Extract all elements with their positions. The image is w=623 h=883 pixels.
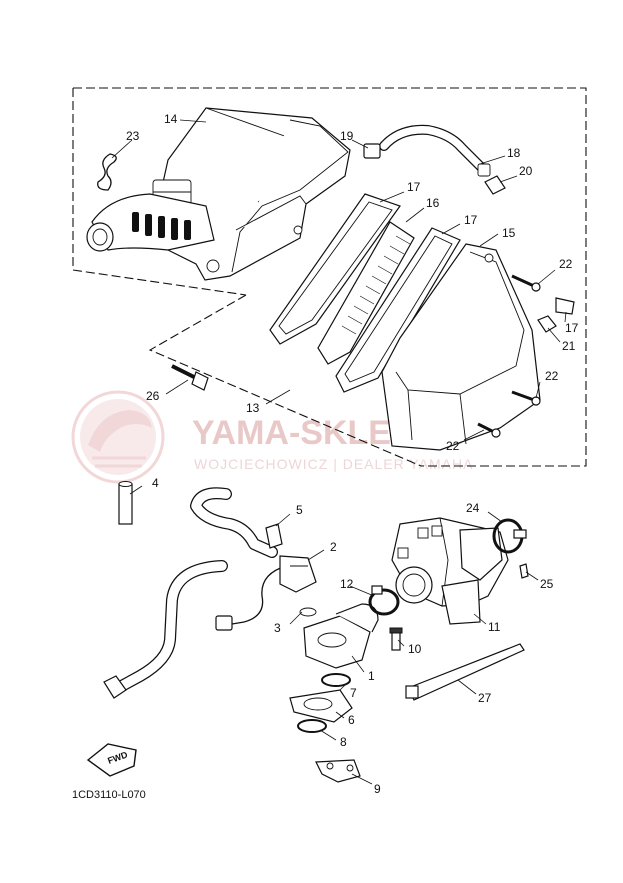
callout-17a: 17 xyxy=(407,180,421,194)
filter-element xyxy=(317,221,415,365)
callout-7: 7 xyxy=(350,686,357,700)
clamp-24 xyxy=(492,518,527,554)
screw-22-top xyxy=(511,274,541,292)
callout-12: 12 xyxy=(340,577,354,591)
filter-gasket-front xyxy=(269,193,401,345)
callout-25: 25 xyxy=(540,577,554,591)
screw-10 xyxy=(389,627,403,651)
callout-15: 15 xyxy=(502,226,516,240)
callout-22c: 22 xyxy=(446,439,460,453)
clamp-12 xyxy=(368,585,400,616)
spring-clip xyxy=(97,153,117,191)
diagram-code: 1CD3110-L070 xyxy=(72,789,146,801)
throttle-body xyxy=(391,517,509,625)
callout-4: 4 xyxy=(152,476,159,490)
fwd-arrow: FWD xyxy=(86,743,137,777)
callout-11: 11 xyxy=(488,620,501,634)
sensor-assembly xyxy=(215,523,317,631)
callout-10: 10 xyxy=(408,642,422,656)
watermark-subtitle: WOJCIECHOWICZ | DEALER YAMAHA xyxy=(194,456,473,472)
callout-13: 13 xyxy=(246,401,260,415)
callout-26: 26 xyxy=(146,389,160,403)
assembly-box xyxy=(72,87,587,467)
callout-18: 17 xyxy=(565,321,579,335)
bracket-9 xyxy=(315,759,361,783)
callout-22a: 22 xyxy=(559,257,573,271)
air-cleaner-case xyxy=(86,107,351,281)
insulator-6 xyxy=(289,689,353,723)
callout-24: 24 xyxy=(466,501,480,515)
callout-6: 6 xyxy=(348,713,355,727)
drain-clip xyxy=(537,315,557,333)
callout-3: 3 xyxy=(274,621,281,635)
watermark-logo xyxy=(71,390,165,484)
callout-20a: 19 xyxy=(340,129,354,143)
o-ring-7 xyxy=(321,673,351,687)
collar-4 xyxy=(118,481,133,525)
intake-manifold xyxy=(303,603,379,669)
callout-16: 16 xyxy=(426,196,440,210)
callout-19: 18 xyxy=(507,146,521,160)
cable-tie-27 xyxy=(405,643,525,701)
pin-25 xyxy=(519,563,529,579)
callout-labels: 14 23 19 18 20 17 16 17 15 22 17 21 22 2… xyxy=(126,112,579,796)
callout-17b: 17 xyxy=(464,213,478,227)
bolt-26 xyxy=(171,364,209,391)
callout-20b: 20 xyxy=(519,164,533,178)
callout-5: 5 xyxy=(296,503,303,517)
callout-8: 8 xyxy=(340,735,347,749)
case-cover xyxy=(381,243,541,451)
callout-21: 21 xyxy=(562,339,576,353)
breather-hose xyxy=(363,124,506,195)
callout-2: 2 xyxy=(330,540,337,554)
left-hose xyxy=(103,487,278,699)
callout-22b: 22 xyxy=(545,369,559,383)
screw-22-mid xyxy=(511,390,541,406)
filter-gasket-rear xyxy=(335,227,461,393)
callout-1: 1 xyxy=(368,669,375,683)
drain-cap xyxy=(555,297,575,315)
callout-27: 27 xyxy=(478,691,492,705)
callout-9: 9 xyxy=(374,782,381,796)
o-ring-8 xyxy=(297,719,327,733)
callout-14: 14 xyxy=(164,112,178,126)
leader-lines xyxy=(111,119,567,785)
callout-23: 23 xyxy=(126,129,140,143)
screw-22-bottom xyxy=(477,422,501,438)
